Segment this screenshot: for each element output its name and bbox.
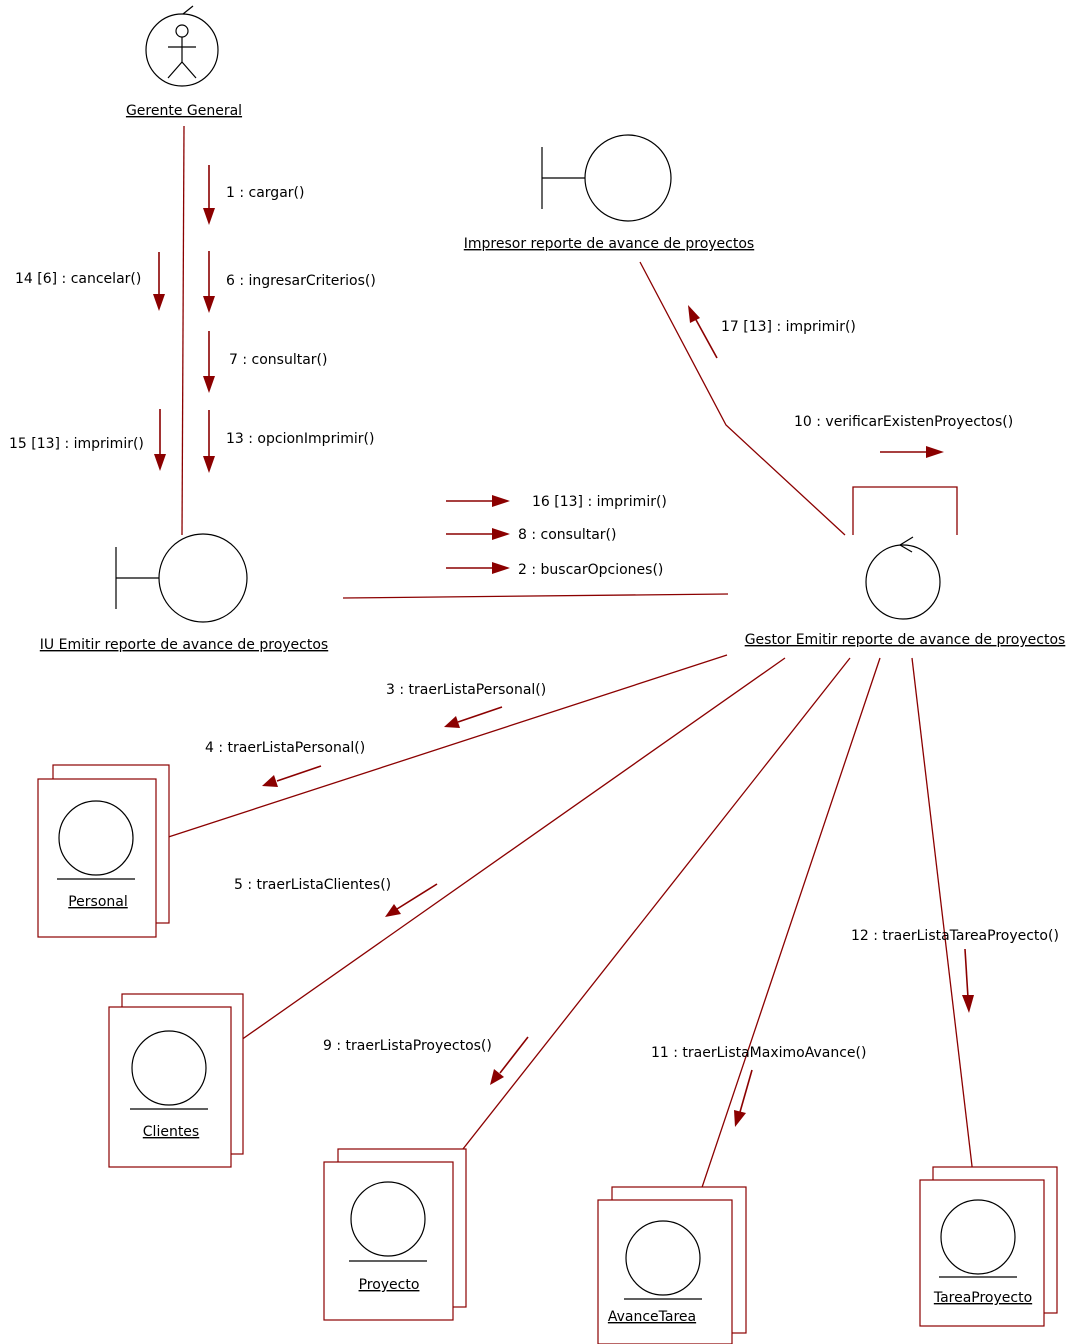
msg-2-label: 2 : buscarOpciones() <box>518 562 663 578</box>
proyecto-label: Proyecto <box>359 1277 420 1293</box>
self-link-gestor <box>852 486 958 535</box>
link-gestor-tareaproyecto <box>911 657 977 1201</box>
link-gerente-iu <box>181 125 185 536</box>
gestor-label: Gestor Emitir reporte de avance de proye… <box>745 632 1066 648</box>
message-arrows <box>153 165 974 1127</box>
msg-3-label: 3 : traerListaPersonal() <box>386 682 546 698</box>
entity-proyecto: Proyecto <box>323 1148 467 1321</box>
msg-8-label: 8 : consultar() <box>518 527 616 543</box>
avancetarea-label: AvanceTarea <box>608 1309 696 1325</box>
personal-label: Personal <box>68 894 128 910</box>
msg-12-label: 12 : traerListaTareaProyecto() <box>851 928 1059 944</box>
msg-10-label: 10 : verificarExistenProyectos() <box>794 414 1013 430</box>
msg-17-label: 17 [13] : imprimir() <box>721 319 856 335</box>
iu-circle <box>158 533 248 623</box>
gestor-circle <box>865 544 941 620</box>
actor-head <box>175 24 189 38</box>
msg-11-label: 11 : traerListaMaximoAvance() <box>651 1045 866 1061</box>
links <box>149 125 977 1233</box>
boundary-iu: IU Emitir reporte de avance de proyectos <box>40 533 328 653</box>
entity-avancetarea: AvanceTarea <box>597 1186 747 1344</box>
entity-personal: Personal <box>37 764 170 938</box>
msg-16-label: 16 [13] : imprimir() <box>532 494 667 510</box>
control-arrowhead <box>899 536 914 553</box>
iu-label: IU Emitir reporte de avance de proyectos <box>40 637 328 653</box>
link-gestor-clientes <box>223 657 786 1053</box>
actor-circle <box>145 13 219 87</box>
gerente-label: Gerente General <box>126 103 242 119</box>
msg-15-label: 15 [13] : imprimir() <box>9 436 144 452</box>
boundary-impresor: Impresor reporte de avance de proyectos <box>464 134 754 252</box>
msg-14-label: 14 [6] : cancelar() <box>15 271 141 287</box>
actor-gerente-general: Gerente General <box>126 5 242 119</box>
clientes-label: Clientes <box>143 1124 199 1140</box>
impresor-label: Impresor reporte de avance de proyectos <box>464 236 754 252</box>
link-gestor-proyecto <box>432 657 851 1188</box>
control-gestor: Gestor Emitir reporte de avance de proye… <box>745 536 1066 648</box>
tareaproyecto-label: TareaProyecto <box>933 1290 1032 1306</box>
link-gestor-avancetarea <box>686 657 881 1233</box>
msg-1-label: 1 : cargar() <box>226 185 304 201</box>
impresor-circle <box>584 134 672 222</box>
msg-4-label: 4 : traerListaPersonal() <box>205 740 365 756</box>
msg-6-label: 6 : ingresarCriterios() <box>226 273 376 289</box>
msg-9-label: 9 : traerListaProyectos() <box>323 1038 492 1054</box>
message-labels: 1 : cargar() 6 : ingresarCriterios() 7 :… <box>9 185 1059 1061</box>
msg-7-label: 7 : consultar() <box>229 352 327 368</box>
link-gestor-personal <box>149 654 728 844</box>
actor-tick <box>182 5 194 15</box>
link-iu-gestor <box>342 593 729 599</box>
msg-5-label: 5 : traerListaClientes() <box>234 877 391 893</box>
entity-tareaproyecto: TareaProyecto <box>919 1166 1058 1327</box>
msg-13-label: 13 : opcionImprimir() <box>226 431 374 447</box>
entity-clientes: Clientes <box>108 993 244 1168</box>
link-impresor-gestor <box>639 261 846 536</box>
